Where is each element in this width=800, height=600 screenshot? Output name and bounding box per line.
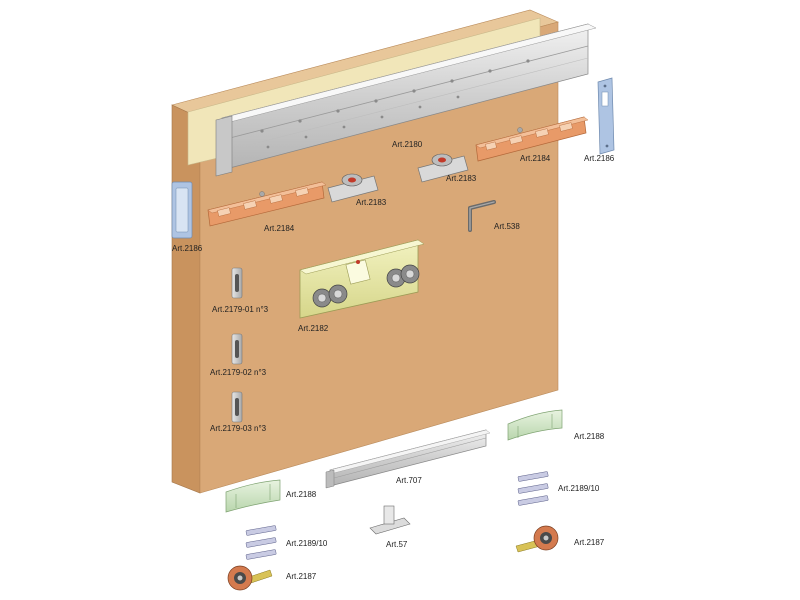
label-art2188-left: Art.2188 <box>286 490 317 499</box>
label-art2183-right: Art.2183 <box>446 174 477 183</box>
plates-art2189-right <box>517 471 549 506</box>
label-art2180: Art.2180 <box>392 140 423 149</box>
label-art2187-right: Art.2187 <box>574 538 605 547</box>
plate-art2179-02 <box>231 333 243 365</box>
hex-key-art538 <box>468 200 496 232</box>
plate-art2179-03 <box>231 391 243 423</box>
damper-art2184-left <box>207 181 327 227</box>
label-art2188-right: Art.2188 <box>574 432 605 441</box>
plates-art2189-left <box>245 525 277 560</box>
label-art2186-right: Art.2186 <box>584 154 615 163</box>
label-art2189-right: Art.2189/10 <box>558 484 600 493</box>
carrier-art2183-left <box>327 173 379 203</box>
end-stop-art2186-left <box>171 181 193 239</box>
label-art2179-03: Art.2179-03 n°3 <box>210 424 267 433</box>
label-art2189-left: Art.2189/10 <box>286 539 328 548</box>
guide-art2188-right <box>507 409 563 441</box>
trolley-art2182 <box>299 239 425 319</box>
wheel-art2187-right <box>515 525 559 553</box>
plate-art2179-01 <box>231 267 243 299</box>
label-art2187-left: Art.2187 <box>286 572 317 581</box>
label-art2179-02: Art.2179-02 n°3 <box>210 368 267 377</box>
label-art2183-left: Art.2183 <box>356 198 387 207</box>
label-art2182: Art.2182 <box>298 324 329 333</box>
wheel-art2187-left <box>227 565 273 591</box>
label-art2179-01: Art.2179-01 n°3 <box>212 305 269 314</box>
end-stop-art2186-right <box>597 77 615 155</box>
label-art2184-left: Art.2184 <box>264 224 295 233</box>
damper-art2184-right <box>475 116 589 162</box>
floor-guide-art57 <box>369 505 411 535</box>
label-art707: Art.707 <box>396 476 422 485</box>
label-art2186-left: Art.2186 <box>172 244 203 253</box>
label-art57: Art.57 <box>386 540 408 549</box>
carrier-art2183-right <box>417 153 469 183</box>
label-art2184-right: Art.2184 <box>520 154 551 163</box>
label-art538: Art.538 <box>494 222 520 231</box>
track-art2180 <box>215 23 597 177</box>
bottom-rail-art707 <box>325 429 491 489</box>
guide-art2188-left <box>225 479 281 513</box>
